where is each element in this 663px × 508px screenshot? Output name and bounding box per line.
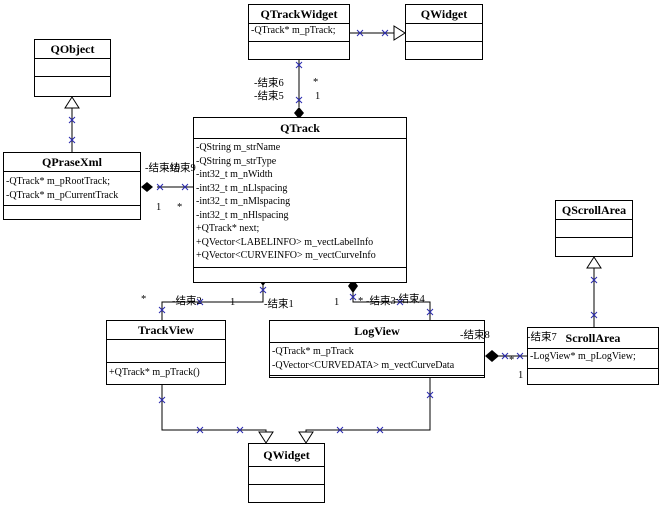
role-label: -结束2 — [172, 296, 202, 307]
attribute: -QTrack* m_pRootTrack; — [6, 176, 110, 187]
role-label: -结束9 — [166, 163, 196, 174]
selection-marker — [376, 426, 384, 434]
selection-marker — [356, 29, 364, 37]
role-label: -结束8 — [460, 330, 490, 341]
class-title: QWidget — [406, 5, 482, 24]
attribute: -LogView* m_pLogView; — [530, 351, 636, 362]
class-scrollarea[interactable]: ScrollArea -LogView* m_pLogView; — [527, 327, 659, 385]
selection-marker — [236, 426, 244, 434]
selection-marker — [336, 426, 344, 434]
generalization-qtrackwidget-qwidget — [350, 25, 406, 41]
multiplicity-label: * — [177, 202, 183, 213]
selection-marker — [295, 96, 303, 104]
selection-marker — [181, 183, 189, 191]
class-logview[interactable]: LogView -QTrack* m_pTrack -QVector<CURVE… — [269, 320, 485, 378]
role-label: -结束10 — [145, 163, 180, 174]
role-label: -结束4 — [395, 294, 425, 305]
class-qscrollarea[interactable]: QScrollArea — [555, 200, 633, 257]
class-trackview[interactable]: TrackView +QTrack* m_pTrack() — [106, 320, 226, 385]
selection-marker — [196, 426, 204, 434]
selection-marker — [590, 276, 598, 284]
attribute: -QString m_strName — [196, 142, 281, 153]
composition-scrollarea-logview — [485, 350, 527, 362]
generalization-scrollarea-qscrollarea — [586, 256, 602, 327]
class-title: QTrack — [194, 118, 406, 139]
selection-marker — [426, 391, 434, 399]
role-label: -结束5 — [254, 91, 284, 102]
class-title: QScrollArea — [556, 201, 632, 220]
class-qwidget-bottom[interactable]: QWidget — [248, 443, 325, 503]
attribute: -int32_t m_nHlspacing — [196, 209, 289, 221]
selection-marker — [501, 352, 509, 360]
composition-qprasexml-qtrack — [141, 182, 193, 192]
role-label: -结束3 — [366, 296, 396, 307]
attribute: -QString m_strType — [196, 155, 277, 167]
class-qwidget-top[interactable]: QWidget — [405, 4, 483, 60]
role-label: -结束6 — [254, 78, 284, 89]
class-title: ScrollArea — [528, 328, 658, 349]
class-qtrack[interactable]: QTrack -QString m_strName -QString m_str… — [193, 117, 407, 283]
multiplicity-label: 1 — [156, 202, 162, 213]
multiplicity-label: 1 — [315, 91, 321, 102]
class-title: QPraseXml — [4, 153, 140, 172]
operation: +QTrack* m_pTrack() — [109, 367, 200, 378]
class-qobject[interactable]: QObject — [34, 39, 111, 97]
selection-marker — [68, 136, 76, 144]
selection-marker — [158, 396, 166, 404]
selection-marker — [590, 311, 598, 319]
role-label: -结束7 — [527, 332, 557, 343]
multiplicity-label: 1 — [518, 370, 524, 381]
selection-marker — [426, 308, 434, 316]
selection-marker — [156, 183, 164, 191]
class-qtrackwidget[interactable]: QTrackWidget -QTrack* m_pTrack; — [248, 4, 350, 60]
attribute: -QTrack* m_pTrack; — [251, 25, 336, 36]
selection-marker — [381, 29, 389, 37]
selection-marker — [295, 61, 303, 69]
attribute: +QTrack* next; — [196, 223, 260, 234]
selection-marker — [259, 286, 267, 294]
multiplicity-label: * — [141, 294, 147, 305]
multiplicity-label: * — [313, 77, 319, 88]
generalization-qprasexml-qobject — [64, 96, 80, 152]
selection-marker — [349, 293, 357, 301]
selection-marker — [396, 298, 404, 306]
class-qprasexml[interactable]: QPraseXml -QTrack* m_pRootTrack; -QTrack… — [3, 152, 141, 220]
multiplicity-label: * — [509, 355, 515, 366]
attribute: -QTrack* m_pCurrentTrack — [6, 189, 119, 201]
multiplicity-label: 1 — [334, 297, 340, 308]
selection-marker — [158, 306, 166, 314]
multiplicity-label: 1 — [230, 297, 236, 308]
selection-markers — [68, 29, 598, 434]
attribute: +QVector<LABELINFO> m_vectLabelInfo — [196, 236, 374, 248]
attribute: -int32_t m_nLlspacing — [196, 182, 288, 194]
attribute: -QTrack* m_pTrack — [272, 346, 354, 357]
attribute: -int32_t m_nMlspacing — [196, 196, 291, 207]
selection-marker — [68, 116, 76, 124]
multiplicity-label: * — [358, 296, 364, 307]
attribute: +QVector<CURVEINFO> m_vectCurveInfo — [196, 250, 376, 261]
class-title: QTrackWidget — [249, 5, 349, 24]
attribute: -QVector<CURVEDATA> m_vectCurveData — [272, 359, 455, 371]
class-title: QWidget — [249, 444, 324, 467]
attribute: -int32_t m_nWidth — [196, 169, 273, 180]
composition-qtrackwidget-qtrack — [294, 60, 304, 119]
selection-marker — [196, 298, 204, 306]
generalization-views-qwidget — [161, 378, 431, 444]
class-title: TrackView — [107, 321, 225, 340]
role-label: -结束1 — [264, 299, 294, 310]
selection-marker — [516, 352, 524, 360]
class-title: QObject — [35, 40, 110, 59]
class-title: LogView — [270, 321, 484, 343]
